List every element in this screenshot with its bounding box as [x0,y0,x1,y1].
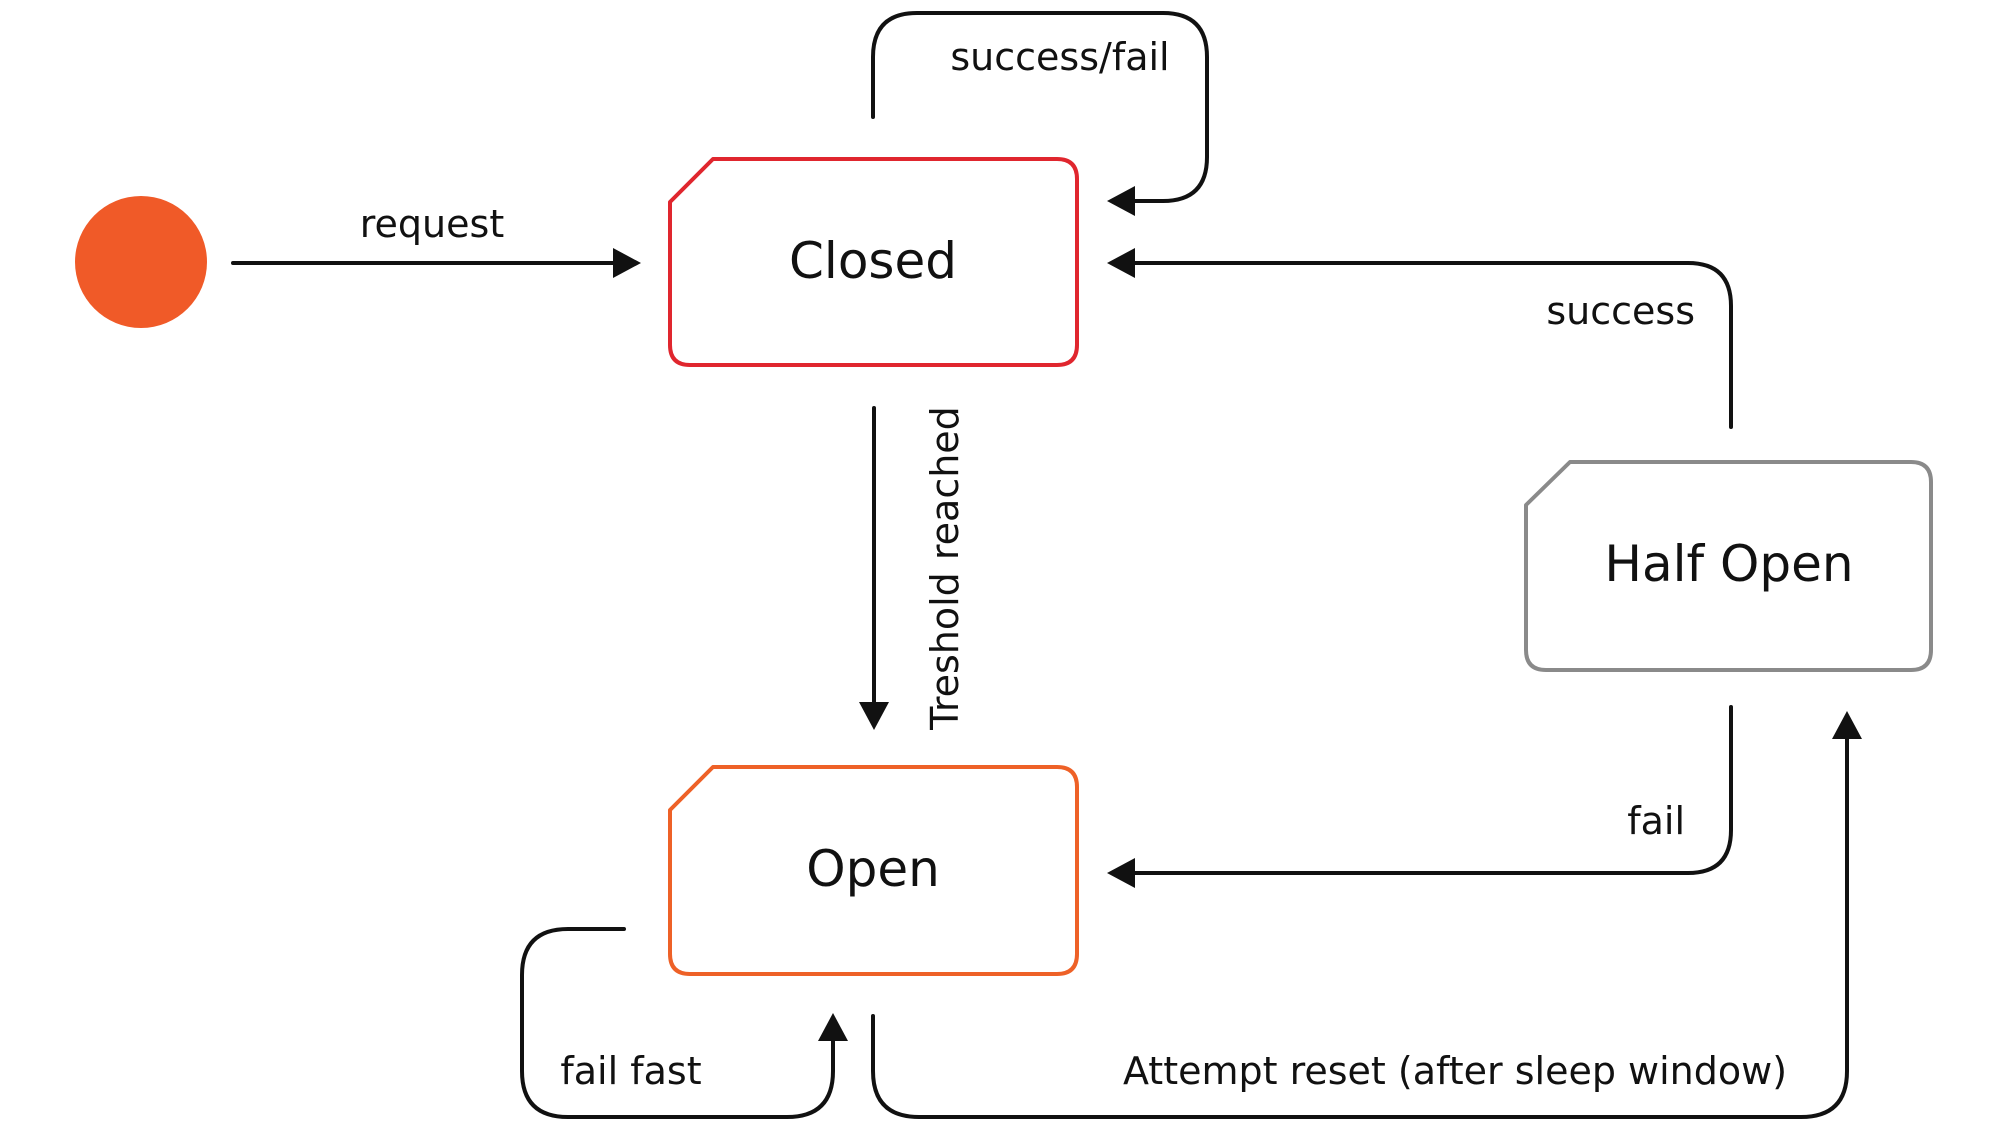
edge-request-arrowhead [613,248,641,278]
edge-fail: fail [1107,705,1733,888]
state-half-open-label: Half Open [1604,535,1853,593]
edge-success-label: success [1546,289,1695,333]
edge-threshold: Treshold reached [859,406,967,731]
edge-attempt-reset: Attempt reset (after sleep window) [871,711,1862,1119]
edge-fail-label: fail [1627,799,1685,843]
state-closed: Closed [668,157,1079,367]
edge-fail-fast: fail fast [520,927,848,1119]
edge-threshold-arrowhead [859,702,889,730]
state-closed-box [668,157,1079,367]
state-open-label: Open [806,840,940,898]
edge-request: request [231,202,641,278]
edge-success-arrowhead [1107,248,1135,278]
edge-success-fail-label: success/fail [950,35,1169,79]
state-half-open-box [1524,460,1933,672]
edge-attempt-reset-arrowhead [1832,711,1862,739]
initial-state-dot [75,196,207,328]
edge-success: success [1107,248,1733,429]
state-closed-label: Closed [789,232,957,290]
edge-attempt-reset-label: Attempt reset (after sleep window) [1123,1049,1787,1093]
edge-success-fail-arrowhead [1107,186,1135,216]
state-half-open: Half Open [1524,460,1933,672]
edge-request-label: request [360,202,504,246]
edge-success-fail: success/fail [871,11,1209,216]
edge-threshold-label: Treshold reached [923,406,967,731]
state-open-box [668,765,1079,976]
state-open: Open [668,765,1079,976]
edge-fail-fast-arrowhead [818,1013,848,1041]
edge-fail-arrowhead [1107,858,1135,888]
edge-fail-fast-label: fail fast [560,1049,701,1093]
